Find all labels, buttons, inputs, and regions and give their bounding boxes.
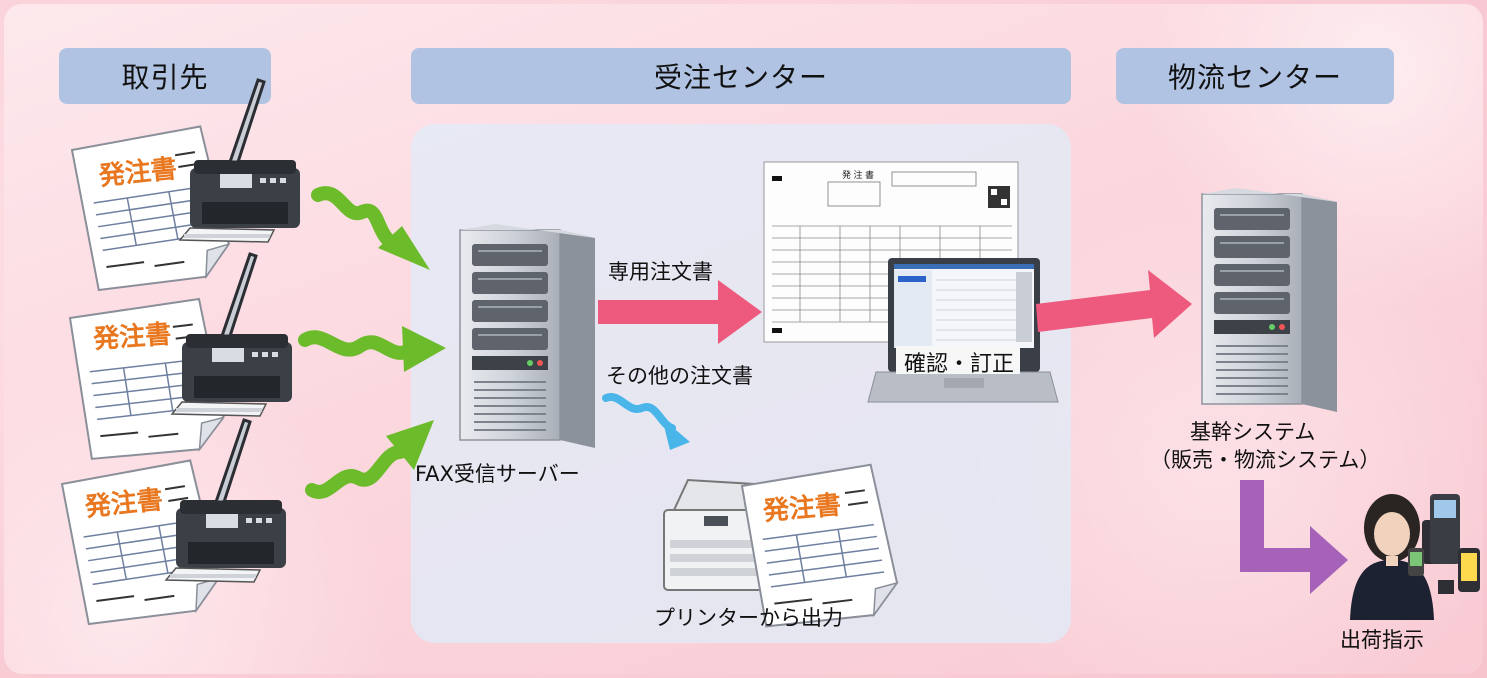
order-doc-label-2: 発注書 — [91, 319, 172, 354]
confirm-correct-plate — [896, 346, 1020, 374]
confirm-correct-label: 確認・訂正 — [904, 352, 1015, 377]
green-arrow-3 — [305, 420, 434, 499]
order-form-title: 発 注 書 — [842, 169, 874, 180]
fax-server-icon — [459, 223, 596, 449]
header-business-partner: 取引先 — [59, 48, 271, 104]
blue-arrow-to-printer — [602, 393, 690, 450]
fax-server-label: FAX受信サーバー — [415, 462, 580, 486]
green-arrow-1 — [311, 186, 430, 270]
fax-machine-icon-1 — [178, 78, 302, 244]
header-order-center: 受注センター — [411, 48, 1071, 104]
dedicated-order-label: 専用注文書 — [608, 260, 713, 284]
header-logistics-center: 物流センター — [1116, 48, 1394, 104]
printed-order-doc-label: 発注書 — [761, 489, 842, 526]
shipping-instruction-label: 出荷指示 — [1340, 628, 1424, 652]
purple-arrow-to-shipping — [1240, 480, 1348, 594]
printer-icon — [663, 478, 765, 591]
pink-arrow-to-form — [598, 280, 762, 344]
core-system-label: 基幹システム — [1190, 420, 1316, 444]
other-orders-label: その他の注文書 — [606, 364, 753, 388]
pink-arrow-to-core — [1036, 270, 1192, 338]
core-system-sublabel: （販売・物流システム） — [1150, 448, 1381, 472]
green-arrow-2 — [298, 326, 446, 372]
warehouse-worker-icon — [1350, 494, 1480, 620]
printer-output-label: プリンターから出力 — [654, 606, 843, 630]
laptop-icon — [867, 258, 1059, 403]
core-server-icon — [1201, 187, 1338, 413]
